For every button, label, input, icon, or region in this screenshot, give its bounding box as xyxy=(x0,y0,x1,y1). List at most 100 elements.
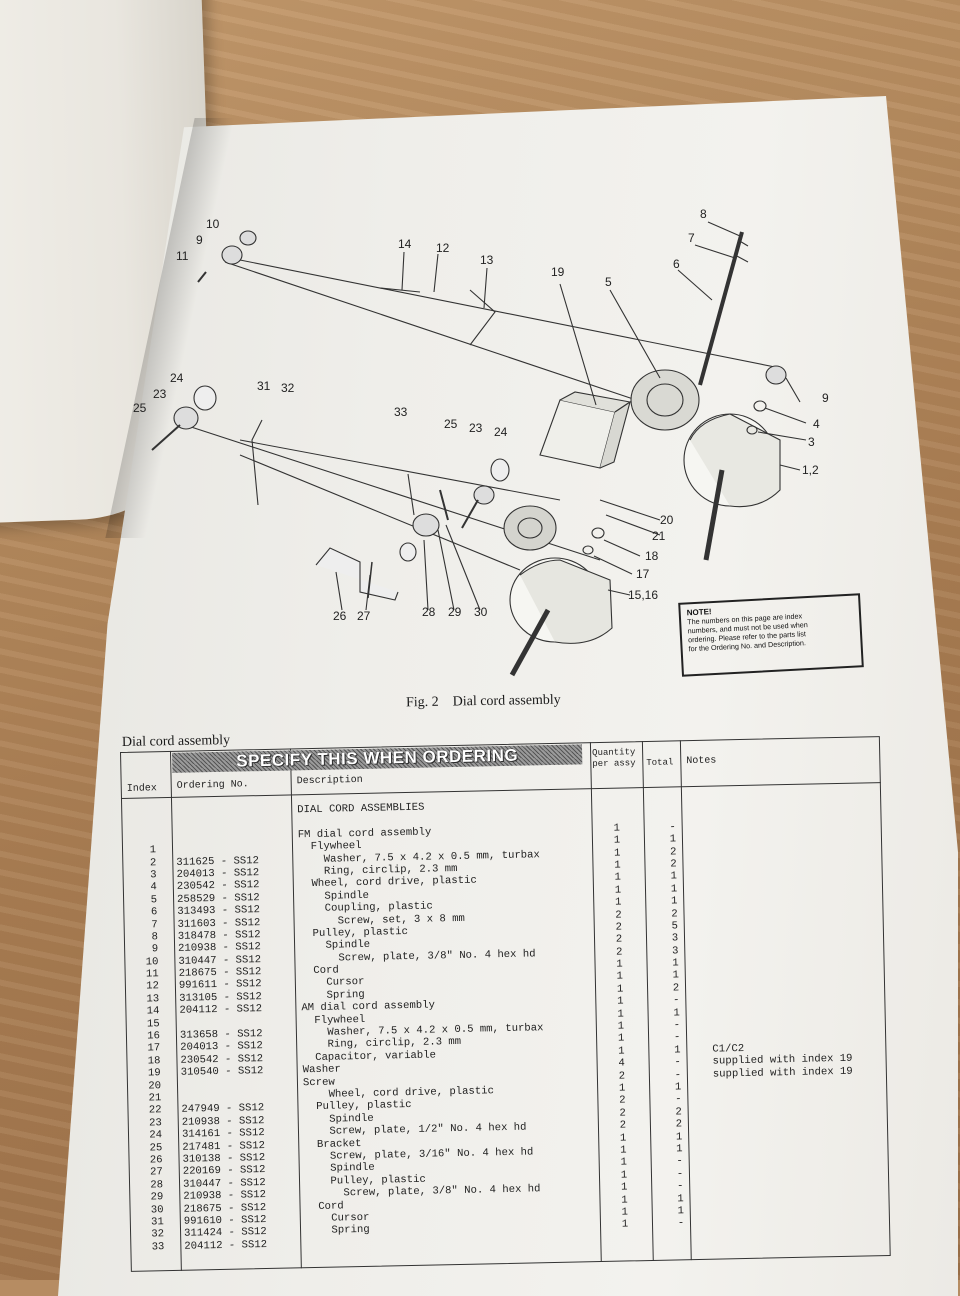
callout-label: 14 xyxy=(398,237,412,251)
header-index: Index xyxy=(127,783,157,795)
callout-label: 11 xyxy=(176,249,189,263)
index-cell: 14 xyxy=(135,1005,159,1018)
callout-label: 12 xyxy=(436,241,450,255)
index-cell: 4 xyxy=(133,882,157,895)
total-cell: - xyxy=(673,1180,687,1193)
callout-label: 8 xyxy=(700,207,707,221)
total-cell: - xyxy=(674,1217,688,1230)
quantity-cell: 1 xyxy=(611,897,625,910)
index-cell: 13 xyxy=(135,993,159,1006)
index-cell: 19 xyxy=(137,1067,161,1080)
quantity-cell: 2 xyxy=(616,1120,630,1133)
quantity-cell: 1 xyxy=(613,983,627,996)
callout-label: 30 xyxy=(474,605,488,619)
screw-25-left xyxy=(152,425,180,450)
callout-label: 7 xyxy=(688,231,695,245)
index-number-note: NOTE! The numbers on this page are index… xyxy=(678,593,864,676)
index-cell xyxy=(131,807,155,808)
total-cell: 2 xyxy=(667,908,681,921)
total-cell: 1 xyxy=(667,895,681,908)
index-cell: 12 xyxy=(135,981,159,994)
total-cell: 2 xyxy=(666,846,680,859)
index-cell: 27 xyxy=(139,1167,163,1180)
quantity-cell: 1 xyxy=(617,1157,631,1170)
index-cell: 33 xyxy=(140,1241,164,1254)
header-per-assy: per assy xyxy=(592,758,635,769)
quantity-cell: 1 xyxy=(614,1020,628,1033)
callout-label: 29 xyxy=(448,605,462,619)
quantity-cell: 1 xyxy=(614,1033,628,1046)
total-cell: - xyxy=(669,995,683,1008)
upper-cursor-wire xyxy=(470,290,495,345)
callout-label: 25 xyxy=(133,401,147,415)
callout-label: 18 xyxy=(645,549,659,563)
total-cell: 1 xyxy=(674,1205,688,1218)
callout-label: 20 xyxy=(660,513,674,527)
callout-label: 1,2 xyxy=(802,463,819,477)
quantity-cell: 1 xyxy=(617,1169,631,1182)
quantity-cell: 2 xyxy=(616,1107,630,1120)
quantity-cell: 1 xyxy=(611,872,625,885)
total-cell: 5 xyxy=(668,920,682,933)
description-cell: Cord xyxy=(301,965,339,978)
quantity-cell: 1 xyxy=(617,1194,631,1207)
quantity-cell: 1 xyxy=(610,859,624,872)
index-cell xyxy=(131,820,155,821)
callout-label: 9 xyxy=(822,391,829,405)
index-cell: 18 xyxy=(136,1055,160,1068)
index-cell: 32 xyxy=(140,1228,164,1241)
total-cell: - xyxy=(666,821,680,834)
total-cell: - xyxy=(671,1069,685,1082)
total-cell: 2 xyxy=(672,1118,686,1131)
index-cell: 17 xyxy=(136,1043,160,1056)
index-cell: 10 xyxy=(134,956,158,969)
callout-label: 15,16 xyxy=(628,588,658,602)
index-cell: 23 xyxy=(138,1117,162,1130)
callout-label: 27 xyxy=(357,609,371,623)
index-cell: 26 xyxy=(138,1154,162,1167)
quantity-cell: 1 xyxy=(610,847,624,860)
callout-label: 28 xyxy=(422,605,436,619)
index-cell: 16 xyxy=(136,1030,160,1043)
callout-label: 33 xyxy=(394,405,408,419)
callout-label: 23 xyxy=(153,387,167,401)
total-cell: - xyxy=(670,1032,684,1045)
quantity-cell: 1 xyxy=(618,1219,632,1232)
quantity-cell: 1 xyxy=(618,1206,632,1219)
quantity-cell: 1 xyxy=(612,959,626,972)
callout-label: 19 xyxy=(551,265,565,279)
callout-label: 9 xyxy=(196,233,203,247)
callout-label: 4 xyxy=(813,417,820,431)
total-cell: 1 xyxy=(666,833,680,846)
notes-cell: C1/C2 xyxy=(712,1043,744,1056)
callout-label: 3 xyxy=(808,435,815,449)
total-cell: 1 xyxy=(667,883,681,896)
total-cell: 1 xyxy=(672,1143,686,1156)
lower-cord-line-2 xyxy=(240,440,560,500)
index-cell: 9 xyxy=(134,944,158,957)
index-cell: 24 xyxy=(138,1129,162,1142)
quantity-cell: 2 xyxy=(612,946,626,959)
index-cell xyxy=(132,832,156,833)
description-cell: Cord xyxy=(305,1200,343,1213)
spindle-29 xyxy=(400,543,416,561)
index-cell: 25 xyxy=(138,1142,162,1155)
total-cell: 2 xyxy=(672,1106,686,1119)
quantity-cell: 1 xyxy=(616,1144,630,1157)
callout-label: 13 xyxy=(480,253,494,267)
callout-label: 32 xyxy=(281,381,295,395)
figure-number: Fig. 2 xyxy=(406,695,439,711)
total-cell: 1 xyxy=(669,1007,683,1020)
description-cell: Screw xyxy=(303,1076,335,1089)
total-cell: 1 xyxy=(673,1193,687,1206)
header-description: Description xyxy=(297,775,363,787)
header-quantity: Quantity xyxy=(592,747,635,758)
ordering-no-cell: 204112 - SS12 xyxy=(184,1239,267,1253)
index-cell: 3 xyxy=(132,869,156,882)
quantity-cell: 1 xyxy=(615,1082,629,1095)
quantity-cell: 2 xyxy=(615,1070,629,1083)
bracket-26 xyxy=(316,548,398,600)
index-cell: 28 xyxy=(139,1179,163,1192)
quantity-cell: 4 xyxy=(615,1058,629,1071)
